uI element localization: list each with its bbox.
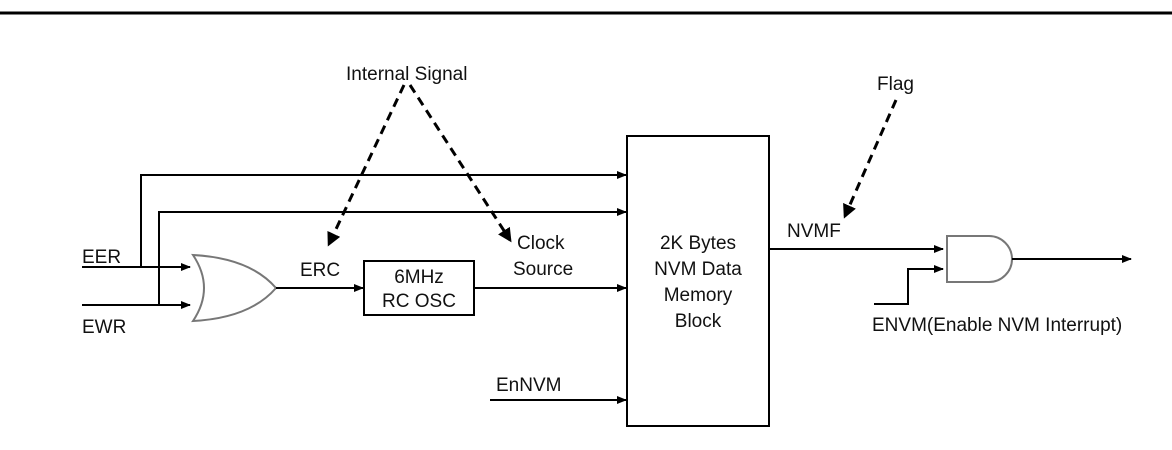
oscillator-freq-label: 6MHz [394, 267, 444, 288]
memory-block-line1: 2K Bytes [660, 233, 736, 254]
and-gate [946, 235, 1013, 283]
envm-label: ENVM(Enable NVM Interrupt) [872, 315, 1122, 336]
ewr-branch-wire [158, 208, 627, 305]
clock-source-label-line2: Source [513, 259, 573, 280]
nvmf-label: NVMF [787, 221, 841, 242]
memory-block-line4: Block [675, 311, 722, 332]
eer-label: EER [82, 247, 121, 268]
memory-block-line3: Memory [664, 285, 733, 306]
erc-label: ERC [300, 260, 340, 281]
rc-oscillator-box [363, 260, 475, 316]
flag-arrow-to-nvmf [843, 99, 898, 219]
ennvm-label: EnNVM [496, 375, 561, 396]
eer-branch-wire [140, 171, 627, 267]
internal-signal-label: Internal Signal [346, 64, 467, 85]
oscillator-type-label: RC OSC [382, 291, 456, 312]
envm-wire [874, 265, 944, 305]
internal-signal-arrow-to-erc [327, 84, 406, 247]
internal-signal-arrow-to-clock [408, 84, 512, 243]
clock-source-label-line1: Clock [517, 233, 565, 254]
ewr-label: EWR [82, 317, 126, 338]
or-gate [191, 253, 278, 323]
flag-label: Flag [877, 74, 914, 95]
nvm-memory-block [626, 135, 770, 427]
memory-block-line2: NVM Data [654, 259, 742, 280]
